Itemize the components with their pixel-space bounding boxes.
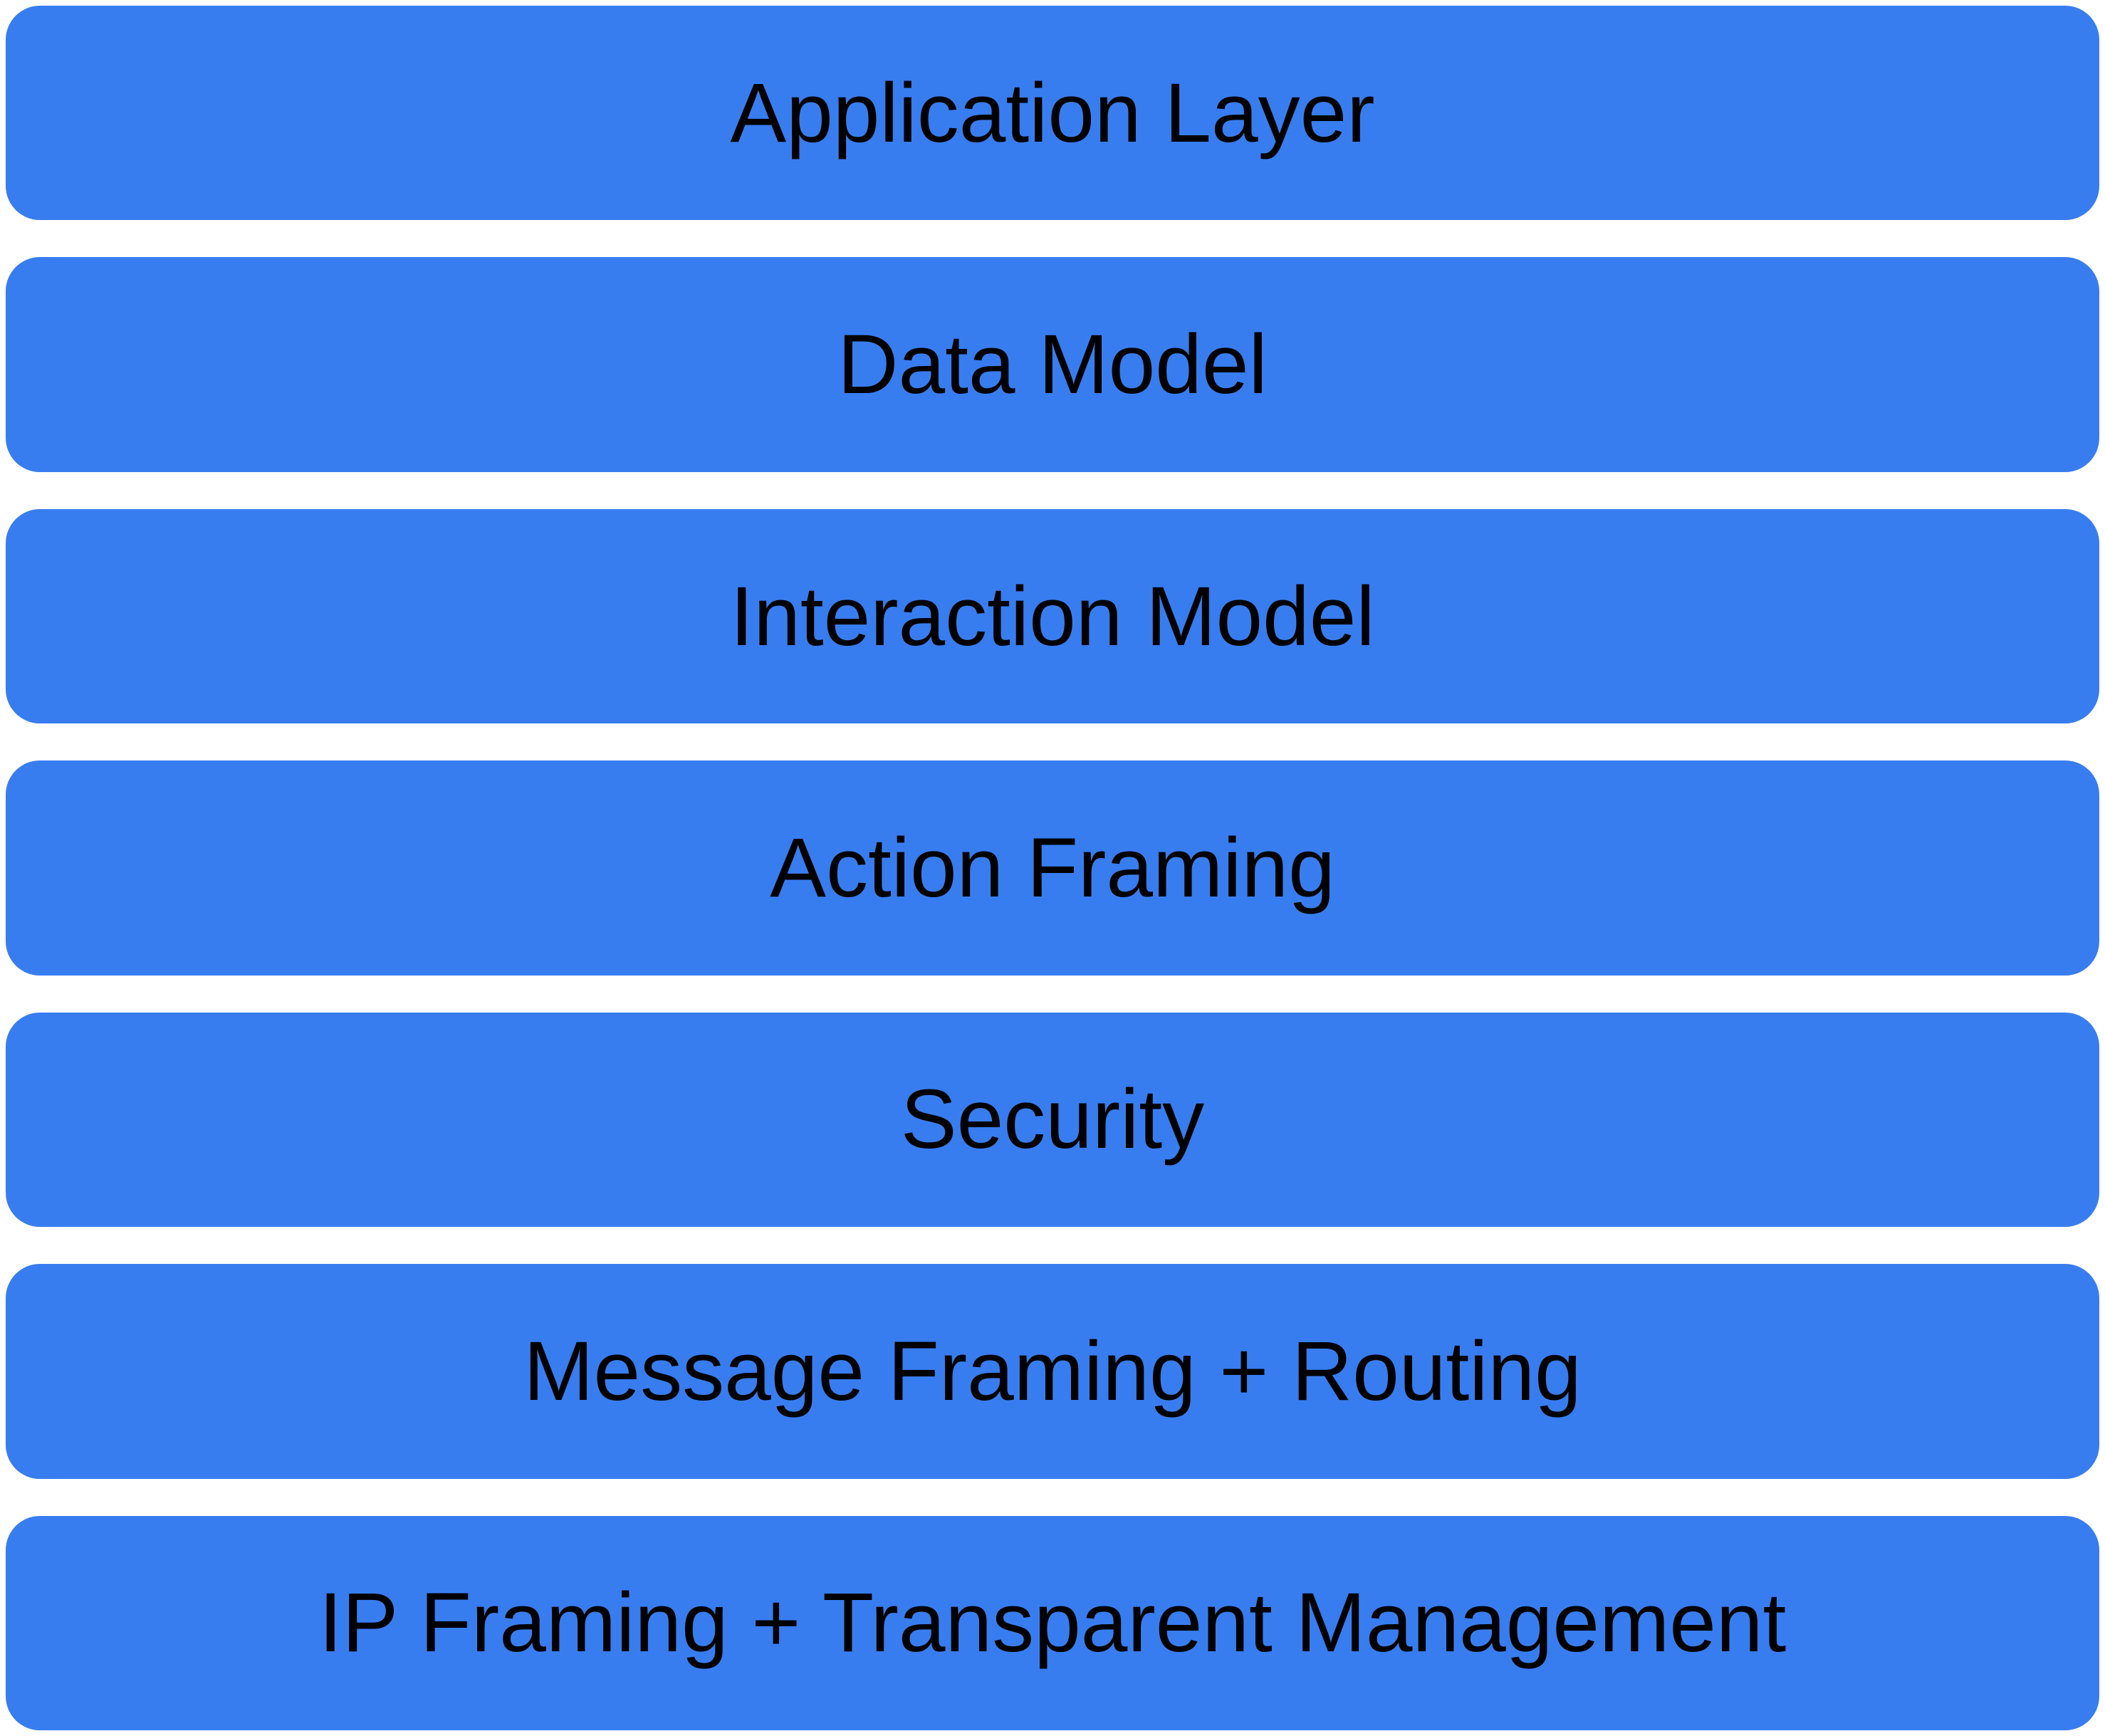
layer-block-message-framing-routing: Message Framing + Routing bbox=[6, 1264, 2099, 1479]
layer-label-application-layer: Application Layer bbox=[730, 66, 1375, 160]
layer-label-interaction-model: Interaction Model bbox=[730, 569, 1375, 664]
layer-block-interaction-model: Interaction Model bbox=[6, 508, 2099, 724]
layer-block-application-layer: Application Layer bbox=[6, 6, 2099, 221]
layer-label-data-model: Data Model bbox=[837, 318, 1268, 412]
layer-block-ip-framing-transparent-management: IP Framing + Transparent Management bbox=[6, 1515, 2099, 1730]
layer-block-security: Security bbox=[6, 1012, 2099, 1228]
layer-label-action-framing: Action Framing bbox=[770, 820, 1335, 915]
layer-block-action-framing: Action Framing bbox=[6, 760, 2099, 976]
layer-label-security: Security bbox=[900, 1072, 1205, 1167]
layer-block-data-model: Data Model bbox=[6, 257, 2099, 472]
layer-label-message-framing-routing: Message Framing + Routing bbox=[523, 1324, 1582, 1418]
layer-label-ip-framing-transparent-management: IP Framing + Transparent Management bbox=[318, 1576, 1787, 1670]
